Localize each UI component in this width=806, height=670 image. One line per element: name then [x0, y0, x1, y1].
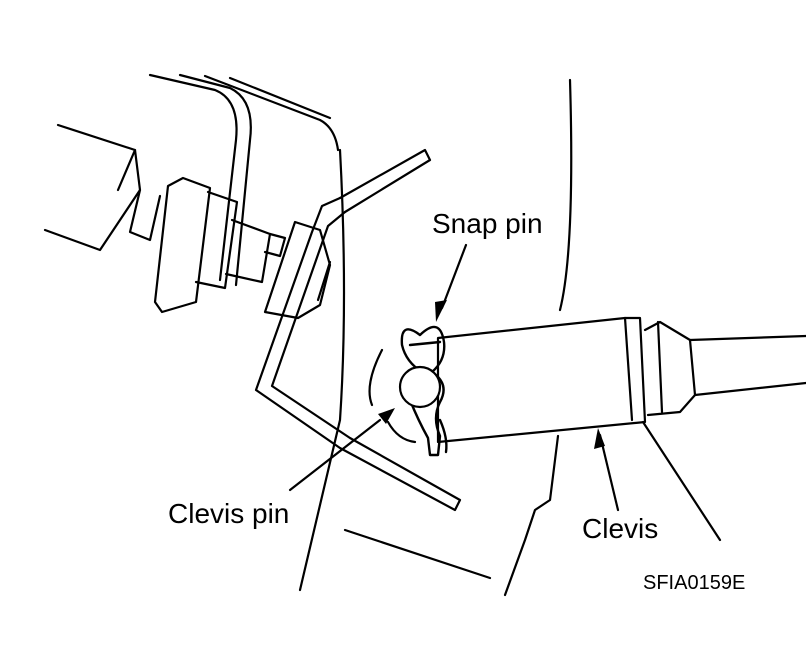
clevis-pin-label: Clevis pin	[168, 498, 290, 529]
threaded-rod	[128, 176, 287, 314]
figure-code: SFIA0159E	[643, 572, 746, 594]
upper-bracket	[148, 73, 340, 287]
clevis-body	[436, 316, 806, 444]
leader-arrowheads	[378, 300, 605, 449]
rotation-arc	[368, 348, 417, 444]
clevis-label: Clevis	[582, 513, 659, 544]
panel-edges	[298, 78, 573, 597]
operating-lever	[254, 148, 462, 512]
push-rod-body	[43, 123, 142, 252]
clevis-pin-head	[398, 365, 442, 409]
leader-lines	[288, 243, 722, 542]
snap-pin	[400, 325, 448, 457]
snap-pin-label: Snap pin	[432, 208, 543, 239]
